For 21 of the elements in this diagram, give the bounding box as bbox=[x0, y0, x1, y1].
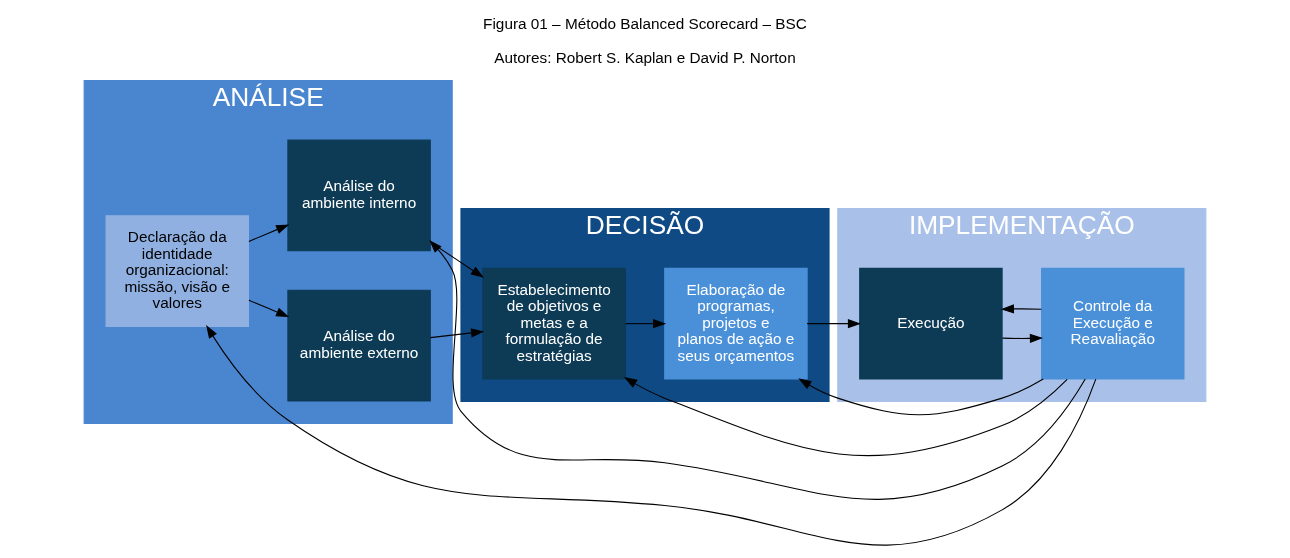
arrow bbox=[429, 328, 485, 339]
node-box: Controle da Execução e Reavaliação bbox=[1041, 267, 1185, 380]
node-box: Análise do ambiente interno bbox=[287, 139, 431, 252]
node-box: Análise do ambiente externo bbox=[287, 289, 431, 402]
node-box: Elaboração de programas, projetos e planos de ação e seus orçamentos bbox=[664, 267, 808, 380]
arrow bbox=[806, 319, 862, 329]
arrow bbox=[248, 224, 290, 242]
node-box: Declaração da identidade organizacional: missão, visão e valores bbox=[105, 215, 249, 327]
node-box: Estabelecimento de objetivos e metas e a formulação de estratégias bbox=[482, 267, 626, 380]
arrow bbox=[1001, 333, 1044, 343]
diagram-title: Figura 01 – Método Balanced Scorecard – BSC bbox=[483, 15, 807, 33]
node-box: Execução bbox=[859, 267, 1003, 380]
caption: Autores: Robert S. Kaplan e David P. Norton bbox=[494, 49, 796, 67]
arrow bbox=[1000, 304, 1042, 314]
arrow bbox=[798, 378, 1044, 416]
arrow bbox=[429, 240, 1086, 500]
arrow bbox=[429, 241, 484, 278]
arrow bbox=[625, 319, 667, 329]
arrow bbox=[248, 299, 290, 318]
arrow bbox=[623, 377, 1068, 457]
arrow bbox=[206, 325, 1097, 546]
